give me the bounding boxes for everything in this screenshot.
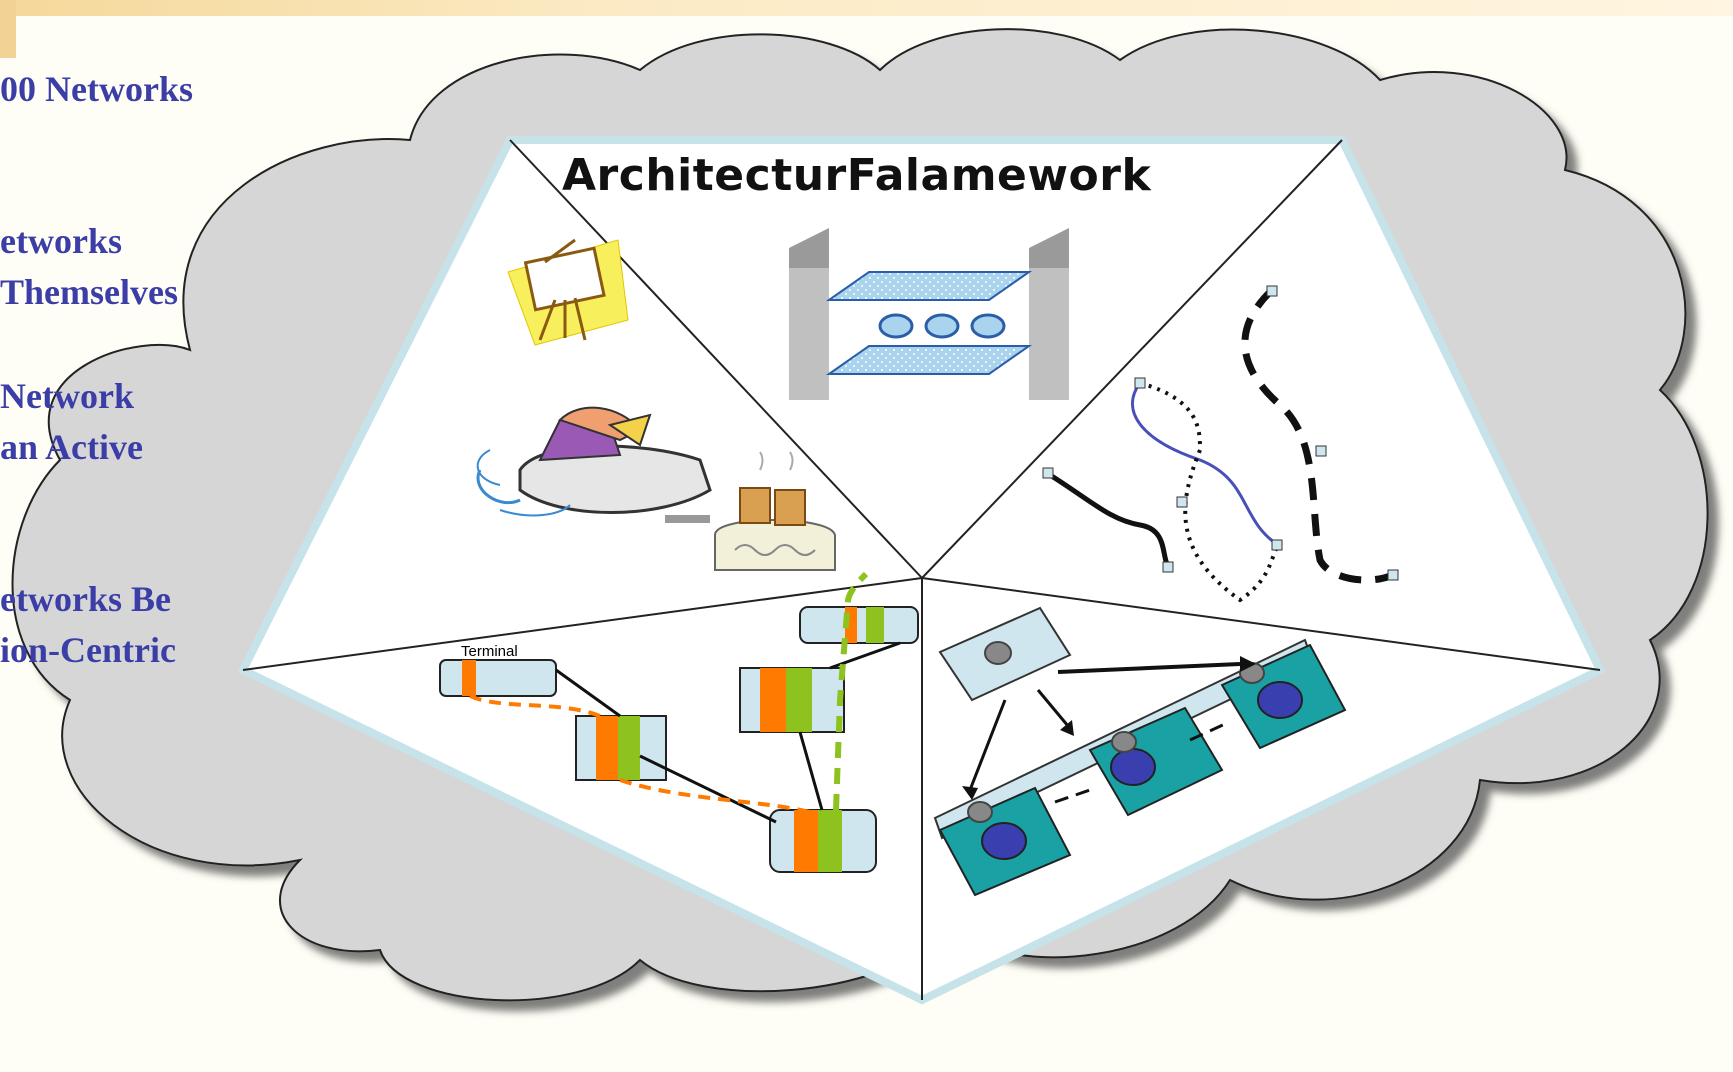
easel-icon: [507, 238, 629, 346]
terminal-label: Terminal: [461, 643, 518, 660]
bullet-networks-themselves: etworks Themselves: [0, 221, 178, 312]
terminal-chain-icon: [439, 571, 919, 873]
architecture-pentagon: [237, 136, 1606, 1005]
curves-icon: [1042, 285, 1399, 603]
bullet-active-network: Network an Active: [0, 376, 143, 467]
jet-ski-icon: [476, 406, 712, 517]
bullet-application-centric: etworks Be ion-Centric: [0, 579, 176, 670]
distributed-nodes-icon: [933, 606, 1347, 897]
bullet-networks: 00 Networks: [0, 69, 193, 109]
toaster-icon: [665, 451, 836, 571]
corner-accent: [0, 0, 16, 58]
architectural-framework-title: ArchitecturFalamework: [562, 150, 1152, 201]
header-band: [0, 0, 1733, 16]
server-rack-icon: [789, 228, 1069, 400]
